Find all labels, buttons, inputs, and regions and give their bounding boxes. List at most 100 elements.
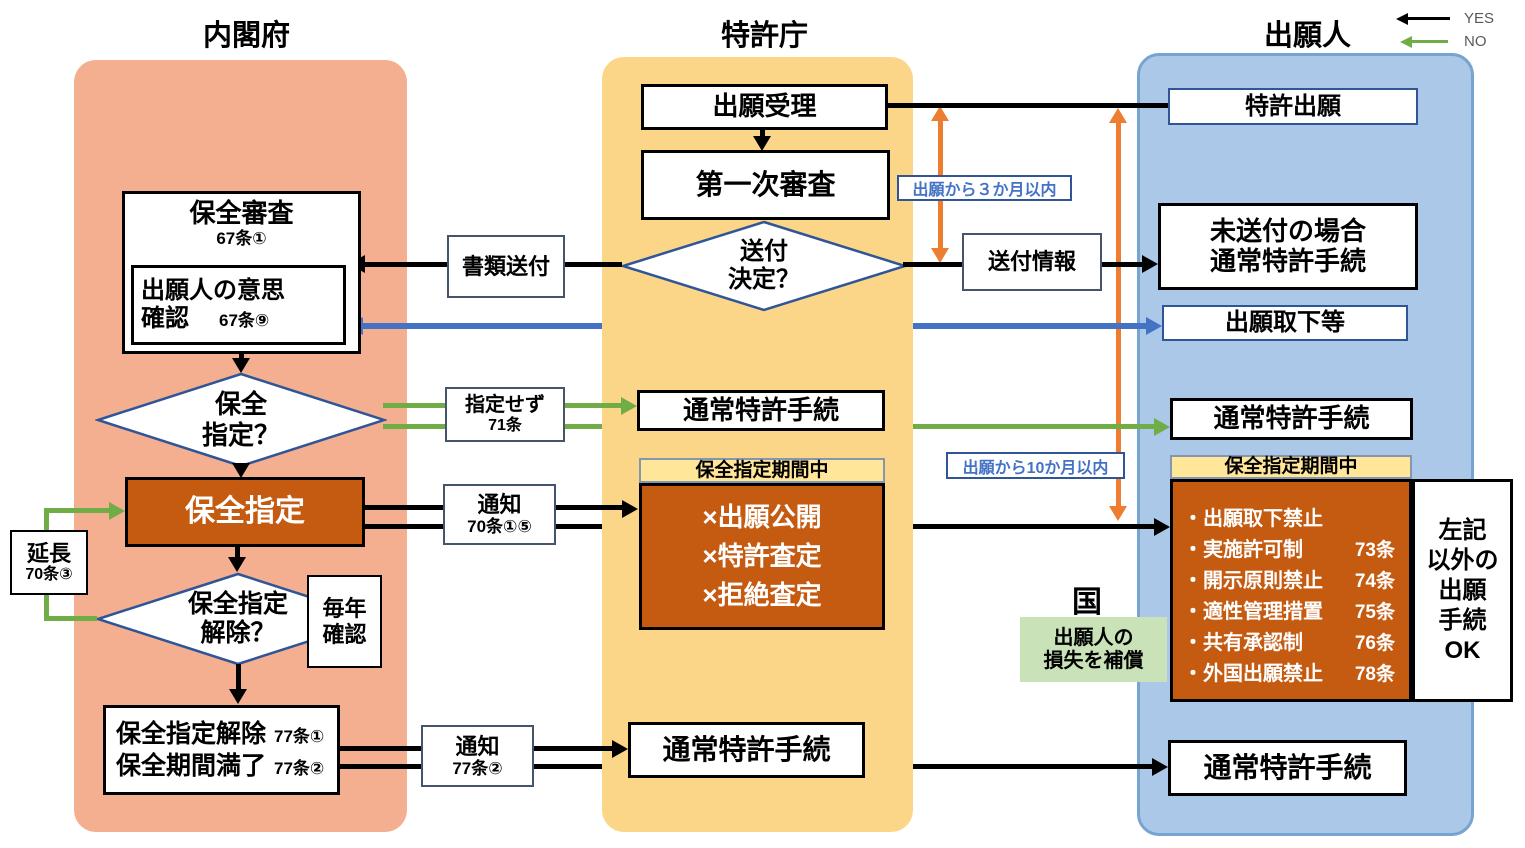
jpo-designation-period-label: 保全指定期間中 [695,459,829,481]
designation-question-line1: 保全 [214,389,267,420]
line-application-to-acceptance [886,103,1168,108]
document-sending-label: 書類送付 [461,253,550,279]
legend-no-line [1412,40,1448,43]
head-designation-q-to-designation [232,463,250,478]
notification-70-title: 通知 [477,492,522,518]
application-acceptance-box: 出願受理 [641,84,888,130]
not-sent-line1: 未送付の場合 [1209,215,1366,246]
applicant-heading: 出願人 [1264,20,1352,52]
annual-check-box: 毎年 確認 [307,575,382,668]
jpo-normal-procedure-1-label: 通常特許手続 [682,394,839,425]
side-note-line1: 左記 [1438,516,1487,544]
restriction-4-label: ・適性管理措置 [1183,601,1323,623]
notification-77-article: 77条② [452,758,503,778]
arrow-10months-down-head [1109,506,1127,521]
restriction-6-article: 78条 [1354,664,1395,685]
other-procedures-ok-box: 左記 以外の 出願 手続 OK [1412,479,1513,702]
head-withdrawal-right [1146,317,1162,335]
jpo-restrictions-box: ×出願公開 ×特許査定 ×拒絶査定 [639,483,885,630]
no-designation-article: 71条 [488,416,522,434]
jpo-restriction-1: ×出願公開 [702,502,822,532]
release-question-line2: 解除？ [200,619,276,647]
document-sending-box: 書類送付 [447,235,565,298]
release-expiry-box: 保全指定解除 77条① 保全期間満了 77条② [103,705,340,795]
applicant-intent-article: 67条⑨ [219,311,270,330]
notification-77-title: 通知 [455,733,500,759]
applicant-normal-procedure-1-label: 通常特許手続 [1213,403,1370,434]
side-note-line5: OK [1444,636,1481,664]
applicant-intent-line1: 出願人の意思 [141,277,285,305]
three-months-label: 出願から３か月以内 [897,175,1072,201]
preservation-examination-article: 67条① [216,228,267,248]
annual-check-line1: 毎年 [322,596,367,622]
send-decision-line2: 決定？ [728,266,800,293]
restriction-5-article: 76条 [1354,633,1395,654]
jpo-restriction-2: ×特許査定 [702,541,822,571]
head-no-designation-bottom [1154,418,1170,436]
line-withdrawal-b [913,323,1146,329]
jpo-normal-procedure-2-label: 通常特許手続 [662,733,831,765]
annual-check-line2: 確認 [322,621,367,647]
application-acceptance-label: 出願受理 [712,91,817,122]
notification-70-article: 70条①⑤ [467,517,532,537]
applicant-intent-box: 出願人の意思 確認 67条⑨ [131,265,346,345]
legend: YES NO [1396,8,1494,52]
restriction-1-label: ・出願取下禁止 [1183,508,1323,530]
legend-no-arrow-icon [1400,35,1412,48]
applicant-normal-procedure-box-2: 通常特許手続 [1168,740,1407,796]
applicant-normal-procedure-box-1: 通常特許手続 [1170,398,1413,440]
not-sent-line2: 通常特許手続 [1209,245,1366,276]
applicant-intent-line2: 確認 [141,305,189,332]
ten-months-label: 出願から10か月以内 [946,452,1125,479]
side-note-line4: 手続 [1438,606,1487,634]
restriction-5-label: ・共有承認制 [1183,632,1303,654]
expiry-line: 保全期間満了 [116,751,267,780]
line-shinsa-to-designation-q [239,354,244,360]
arrow-10months-up-head [1109,108,1127,123]
patent-office-heading: 特許庁 [721,20,809,52]
line-release-q-to-release-box [236,664,241,690]
head-designation-notice-top [622,500,638,518]
arrow-3months-up-head [931,106,949,121]
line-no-designation-bottom-b [913,424,1154,429]
designation-question-diamond: 保全 指定？ [95,372,387,468]
compensation-line1: 出願人の [1053,626,1134,649]
preservation-examination-box: 保全審査 67条① 出願人の意思 確認 67条⑨ [122,191,361,354]
line-extension-loop-top [44,508,109,513]
applicant-panel [1137,53,1474,836]
jpo-designation-period-header: 保全指定期間中 [639,458,885,483]
restriction-2-article: 73条 [1354,540,1395,561]
extension-title: 延長 [26,540,71,566]
legend-no-label: NO [1464,33,1487,50]
compensation-line2: 損失を補償 [1043,649,1144,672]
restriction-3-label: ・開示原則禁止 [1183,570,1323,592]
applicant-normal-procedure-2-label: 通常特許手続 [1203,751,1372,783]
arrow-10months-span [1116,120,1121,508]
notification-70-box: 通知 70条①⑤ [443,484,556,545]
preservation-designation-box: 保全指定 [125,477,365,547]
side-note-line2: 以外の [1426,546,1499,574]
applicant-designation-period-label: 保全指定期間中 [1224,456,1358,478]
expiry-article: 77条② [274,758,325,778]
head-no-designation-top [621,397,637,415]
release-article: 77条① [274,726,325,746]
compensation-box: 出願人の 損失を補償 [1020,617,1167,682]
legend-yes-arrow-icon [1396,12,1408,25]
line-acceptance-to-exam [760,130,765,138]
line-designation-to-release-q [235,547,240,559]
send-decision-line1: 送付 [740,237,788,265]
legend-yes-label: YES [1464,10,1495,27]
head-shinsa-to-designation-q [232,358,250,373]
extension-box: 延長 70条③ [10,530,88,595]
line-designation-notice-bottom-b [913,524,1156,529]
ten-months-text: 出願から10か月以内 [962,459,1109,477]
send-info-label: 送付情報 [987,249,1076,275]
legend-yes-line [1408,17,1450,20]
designation-question-line2: 指定？ [201,420,280,450]
not-sent-box: 未送付の場合 通常特許手続 [1158,203,1418,290]
head-release-notice-top [612,740,628,758]
cabinet-office-heading: 内閣府 [203,20,291,52]
applicant-designation-period-header: 保全指定期間中 [1170,455,1412,479]
